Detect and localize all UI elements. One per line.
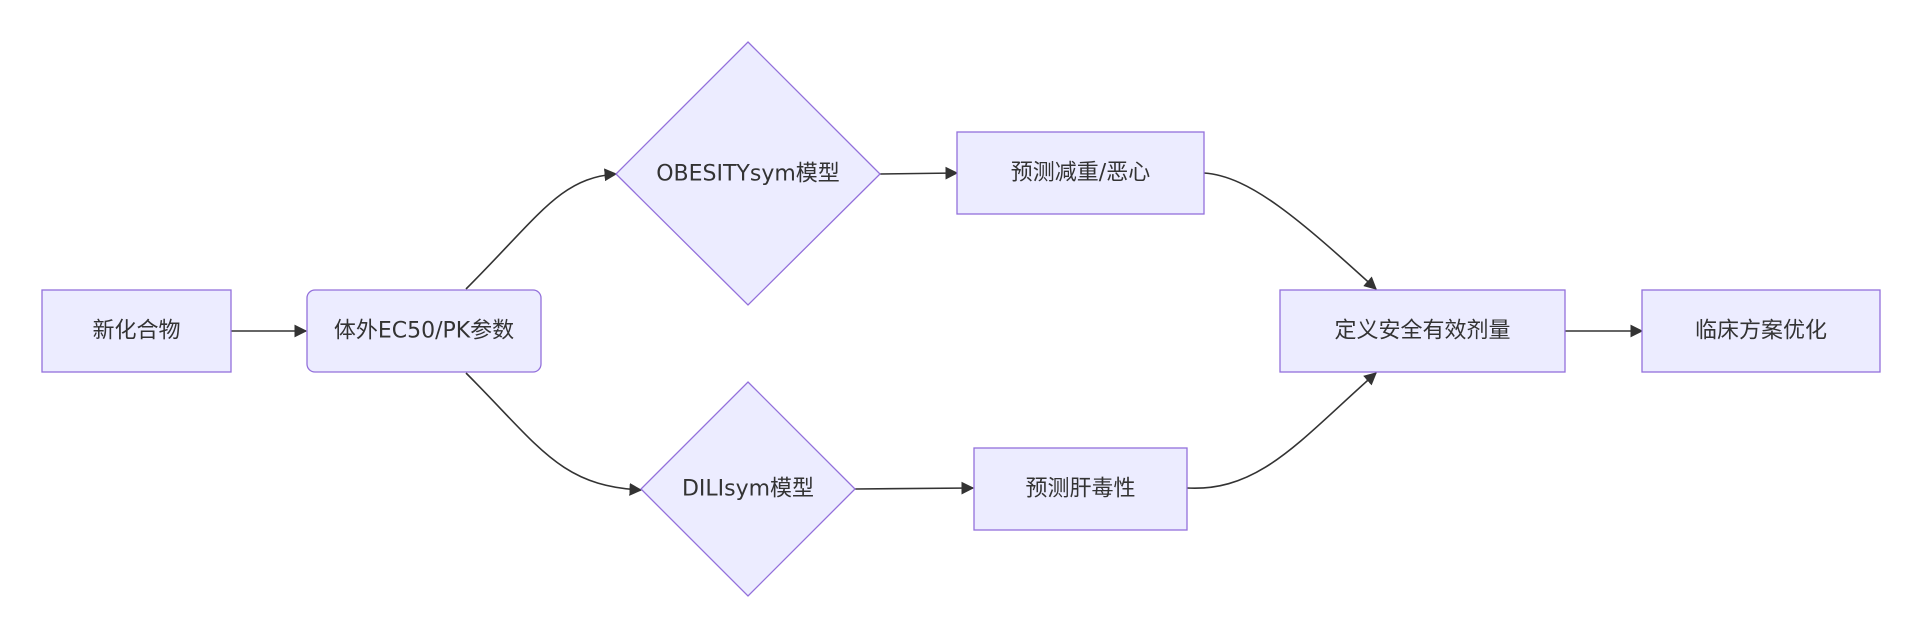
edge-params-to-obesity-model bbox=[465, 168, 618, 290]
node-new-compound: 新化合物 bbox=[41, 289, 232, 373]
node-in-vitro-params: 体外EC50/PK参数 bbox=[306, 289, 542, 373]
node-predict-weight-box bbox=[956, 131, 1205, 215]
node-safe-dose-label: 定义安全有效剂量 bbox=[1334, 319, 1510, 344]
node-predict-liver-label: 预测肝毒性 bbox=[1025, 477, 1135, 502]
node-safe-dose: 定义安全有效剂量 bbox=[1279, 289, 1566, 373]
edge-params-to-dili-model bbox=[465, 372, 643, 496]
edge-obesity-model-to-predict-weight bbox=[879, 166, 959, 180]
edge-predict-liver-to-safe-dose bbox=[1186, 372, 1377, 489]
node-dili-model: DILIsym模型 bbox=[640, 381, 856, 597]
node-predict-weight-label: 预测减重/恶心 bbox=[1011, 161, 1150, 186]
node-in-vitro-params-label: 体外EC50/PK参数 bbox=[334, 319, 514, 344]
node-obesity-model-diamond bbox=[615, 41, 881, 306]
node-clinical-label: 临床方案优化 bbox=[1695, 319, 1827, 344]
node-predict-weight: 预测减重/恶心 bbox=[956, 131, 1205, 215]
node-predict-liver: 预测肝毒性 bbox=[973, 447, 1188, 531]
node-safe-dose-box bbox=[1279, 289, 1566, 373]
node-obesity-model: OBESITYsym模型 bbox=[615, 41, 881, 306]
node-new-compound-box bbox=[41, 289, 232, 373]
node-clinical-box bbox=[1641, 289, 1881, 373]
edges bbox=[231, 166, 1644, 496]
edge-predict-weight-to-safe-dose bbox=[1203, 172, 1377, 290]
node-dili-model-diamond bbox=[640, 381, 856, 597]
node-obesity-model-label: OBESITYsym模型 bbox=[656, 162, 840, 187]
node-new-compound-label: 新化合物 bbox=[92, 319, 180, 344]
node-predict-liver-box bbox=[973, 447, 1188, 531]
node-dili-model-label: DILIsym模型 bbox=[682, 477, 814, 502]
edge-dili-model-to-predict-liver bbox=[854, 481, 975, 495]
node-in-vitro-params-box bbox=[306, 289, 542, 373]
node-clinical: 临床方案优化 bbox=[1641, 289, 1881, 373]
